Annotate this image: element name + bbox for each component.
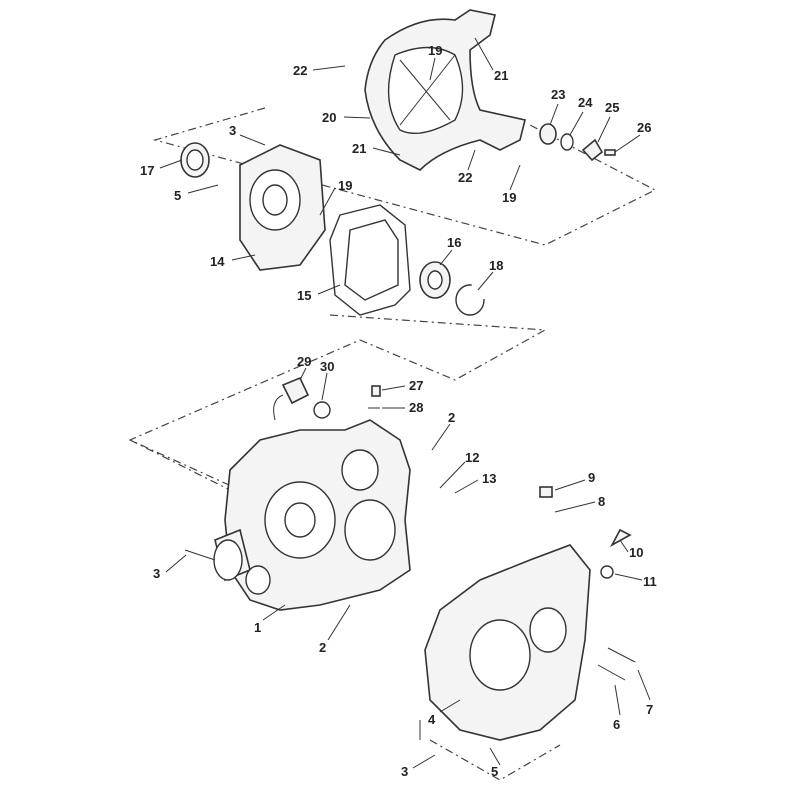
callout-30: 30 — [320, 359, 334, 374]
breather-fitting — [273, 376, 381, 421]
callout-5: 5 — [174, 188, 181, 203]
callout-3: 3 — [153, 566, 160, 581]
callout-19: 19 — [428, 43, 442, 58]
callout-leaders — [159, 37, 651, 769]
callout-17: 17 — [140, 163, 154, 178]
callout-14: 14 — [210, 254, 225, 269]
callout-23: 23 — [551, 87, 565, 102]
callout-22: 22 — [458, 170, 472, 185]
bolts — [184, 486, 636, 740]
left-cover — [180, 142, 326, 271]
crankcase-right-half — [424, 544, 591, 741]
callout-19: 19 — [502, 190, 516, 205]
callout-27: 27 — [409, 378, 423, 393]
callout-29: 29 — [297, 354, 311, 369]
callout-28: 28 — [409, 400, 423, 415]
callout-12: 12 — [465, 450, 479, 465]
callout-25: 25 — [605, 100, 619, 115]
callout-7: 7 — [646, 702, 653, 717]
gasket — [329, 204, 411, 316]
callout-2: 2 — [319, 640, 326, 655]
callout-10: 10 — [629, 545, 643, 560]
callout-13: 13 — [482, 471, 496, 486]
callout-8: 8 — [598, 494, 605, 509]
callout-2: 2 — [448, 410, 455, 425]
callout-3: 3 — [229, 123, 236, 138]
callout-9: 9 — [588, 470, 595, 485]
callout-21: 21 — [494, 68, 508, 83]
callout-18: 18 — [489, 258, 503, 273]
callout-labels: 22 19 21 20 23 24 25 26 21 22 19 3 17 5 … — [140, 43, 657, 779]
bearing — [419, 261, 485, 316]
callout-15: 15 — [297, 288, 311, 303]
callout-5: 5 — [491, 764, 498, 779]
callout-24: 24 — [578, 95, 593, 110]
callout-4: 4 — [428, 712, 436, 727]
callout-20: 20 — [322, 110, 336, 125]
flywheel-cover-bracket — [364, 9, 526, 171]
callout-22: 22 — [293, 63, 307, 78]
callout-19: 19 — [338, 178, 352, 193]
crankcase-left-half — [213, 419, 411, 611]
callout-26: 26 — [637, 120, 651, 135]
callout-1: 1 — [254, 620, 261, 635]
callout-21: 21 — [352, 141, 366, 156]
callout-6: 6 — [613, 717, 620, 732]
callout-16: 16 — [447, 235, 461, 250]
callout-11: 11 — [643, 574, 657, 589]
seal-and-washers — [539, 123, 616, 162]
callout-3: 3 — [401, 764, 408, 779]
